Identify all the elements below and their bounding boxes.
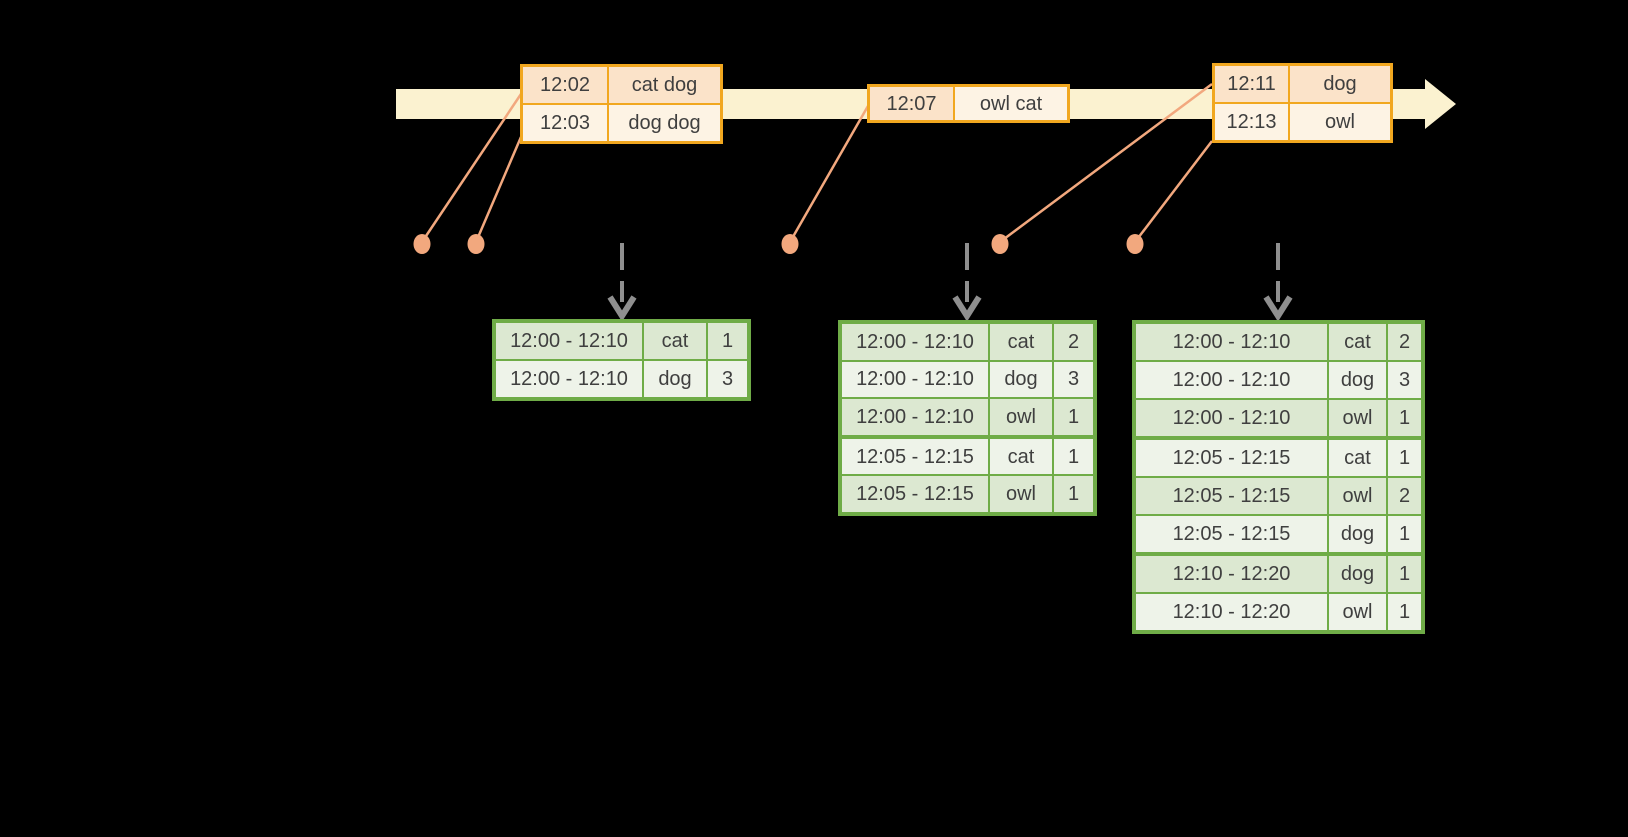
event-dot-12-13 bbox=[1126, 234, 1144, 254]
result-word-cell: owl bbox=[988, 476, 1052, 512]
result-count-cell: 3 bbox=[706, 361, 747, 397]
event-time-cell: 12:03 bbox=[523, 105, 607, 141]
event-words-cell: dog dog bbox=[607, 105, 720, 141]
result-count-cell: 1 bbox=[1052, 476, 1093, 512]
result-count-cell: 2 bbox=[1052, 324, 1093, 360]
event-words-cell: cat dog bbox=[607, 67, 720, 103]
result-count-cell: 1 bbox=[1052, 438, 1093, 475]
result-window-cell: 12:00 - 12:10 bbox=[842, 324, 988, 360]
result-word-cell: owl bbox=[1327, 478, 1386, 514]
result-word-cell: cat bbox=[988, 324, 1052, 360]
result-count-cell: 1 bbox=[1052, 399, 1093, 435]
event-time-cell: 12:11 bbox=[1215, 66, 1288, 102]
result-window-cell: 12:05 - 12:15 bbox=[842, 438, 988, 475]
result-window-cell: 12:05 - 12:15 bbox=[1136, 516, 1327, 552]
result-window-cell: 12:05 - 12:15 bbox=[842, 476, 988, 512]
result-count-cell: 1 bbox=[1386, 516, 1421, 552]
result-count-cell: 2 bbox=[1386, 478, 1421, 514]
event-dot-12-11 bbox=[991, 234, 1009, 254]
trigger-arrow-1-head-icon bbox=[607, 295, 637, 322]
event-dot-12-07 bbox=[781, 234, 799, 254]
result-word-cell: dog bbox=[988, 361, 1052, 398]
event-dot-12-03 bbox=[467, 234, 485, 254]
event-words-cell: owl bbox=[1288, 104, 1390, 140]
event-connector-line-5 bbox=[1134, 140, 1213, 243]
result-word-cell: owl bbox=[1327, 594, 1386, 630]
result-count-cell: 1 bbox=[1386, 400, 1421, 436]
result-count-cell: 1 bbox=[1386, 594, 1421, 630]
result-count-cell: 1 bbox=[1386, 556, 1421, 592]
result-word-cell: dog bbox=[1327, 556, 1386, 592]
event-time-cell: 12:02 bbox=[523, 67, 607, 103]
trigger-arrow-2-head-icon bbox=[952, 295, 982, 322]
result-word-cell: owl bbox=[1327, 400, 1386, 436]
result-word-cell: dog bbox=[642, 361, 706, 397]
event-words-cell: dog bbox=[1288, 66, 1390, 102]
event-words-cell: owl cat bbox=[953, 87, 1067, 120]
result-count-cell: 1 bbox=[706, 323, 747, 359]
result-window-cell: 12:00 - 12:10 bbox=[1136, 324, 1327, 360]
event-time-cell: 12:13 bbox=[1215, 104, 1288, 140]
result-window-cell: 12:00 - 12:10 bbox=[842, 361, 988, 398]
event-time-cell: 12:07 bbox=[870, 87, 953, 120]
result-word-cell: dog bbox=[1327, 362, 1386, 398]
result-window-cell: 12:10 - 12:20 bbox=[1136, 594, 1327, 630]
timeline-arrowhead-icon bbox=[1425, 79, 1456, 129]
event-connector-line-2 bbox=[474, 136, 523, 243]
result-word-cell: cat bbox=[1327, 324, 1386, 360]
event-connector-line-1 bbox=[420, 93, 523, 243]
result-word-cell: cat bbox=[642, 323, 706, 359]
result-count-cell: 2 bbox=[1386, 324, 1421, 360]
result-window-cell: 12:00 - 12:10 bbox=[496, 361, 642, 397]
event-dot-12-02 bbox=[413, 234, 431, 254]
result-window-cell: 12:00 - 12:10 bbox=[496, 323, 642, 359]
result-count-cell: 1 bbox=[1386, 440, 1421, 476]
result-word-cell: dog bbox=[1327, 516, 1386, 552]
result-window-cell: 12:00 - 12:10 bbox=[1136, 362, 1327, 398]
result-window-cell: 12:00 - 12:10 bbox=[1136, 400, 1327, 436]
result-window-cell: 12:10 - 12:20 bbox=[1136, 556, 1327, 592]
result-count-cell: 3 bbox=[1052, 361, 1093, 398]
result-count-cell: 3 bbox=[1386, 362, 1421, 398]
result-word-cell: cat bbox=[1327, 440, 1386, 476]
result-word-cell: cat bbox=[988, 438, 1052, 475]
result-window-cell: 12:05 - 12:15 bbox=[1136, 478, 1327, 514]
result-word-cell: owl bbox=[988, 399, 1052, 435]
result-window-cell: 12:05 - 12:15 bbox=[1136, 440, 1327, 476]
event-connector-line-4 bbox=[999, 82, 1213, 244]
trigger-arrow-3-head-icon bbox=[1263, 295, 1293, 322]
event-connector-line-3 bbox=[788, 105, 870, 243]
result-window-cell: 12:00 - 12:10 bbox=[842, 399, 988, 435]
